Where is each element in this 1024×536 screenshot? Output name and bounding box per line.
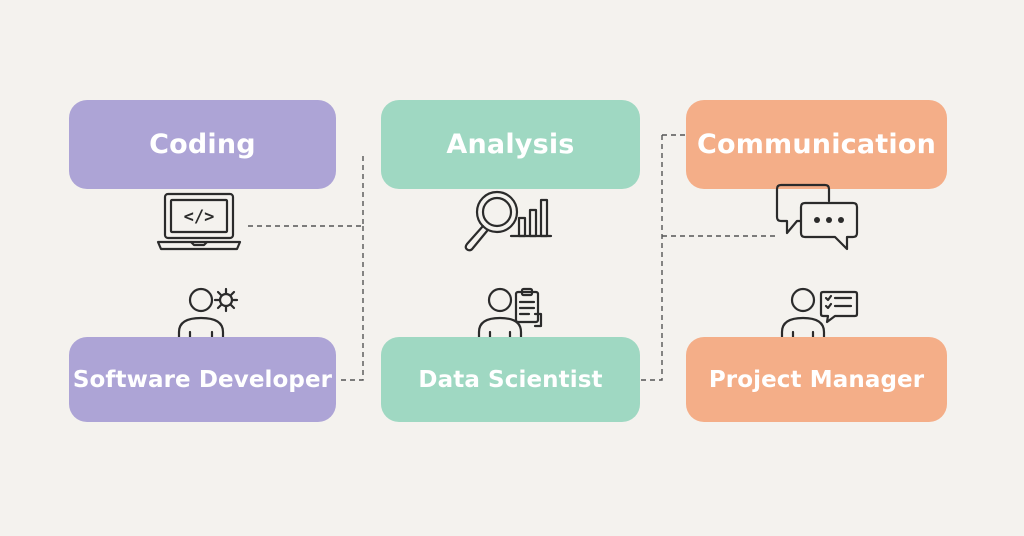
- role-label-project-manager: Project Manager: [708, 366, 925, 393]
- person-checklist-icon: [780, 286, 861, 344]
- role-box-data-scientist: Data Scientist: [381, 337, 640, 422]
- role-label-data-scientist: Data Scientist: [418, 366, 603, 393]
- connector-analysis-scientist: [640, 134, 686, 381]
- laptop-code-icon: </>: [156, 192, 242, 252]
- person-gear-icon: [177, 284, 241, 344]
- skill-box-analysis: Analysis: [381, 100, 640, 189]
- skill-label-coding: Coding: [149, 129, 256, 160]
- role-label-software-developer: Software Developer: [72, 366, 333, 393]
- magnifier-chart-icon: [461, 188, 553, 254]
- skill-box-coding: Coding: [69, 100, 336, 189]
- chat-bubbles-icon: [775, 183, 861, 255]
- skill-label-analysis: Analysis: [446, 129, 575, 160]
- skill-label-communication: Communication: [696, 129, 937, 160]
- skill-box-communication: Communication: [686, 100, 947, 189]
- person-clipboard-icon: [477, 286, 544, 344]
- role-box-project-manager: Project Manager: [686, 337, 947, 422]
- connector-coding-developer: [248, 152, 364, 381]
- role-box-software-developer: Software Developer: [69, 337, 336, 422]
- code-glyph: </>: [184, 207, 215, 227]
